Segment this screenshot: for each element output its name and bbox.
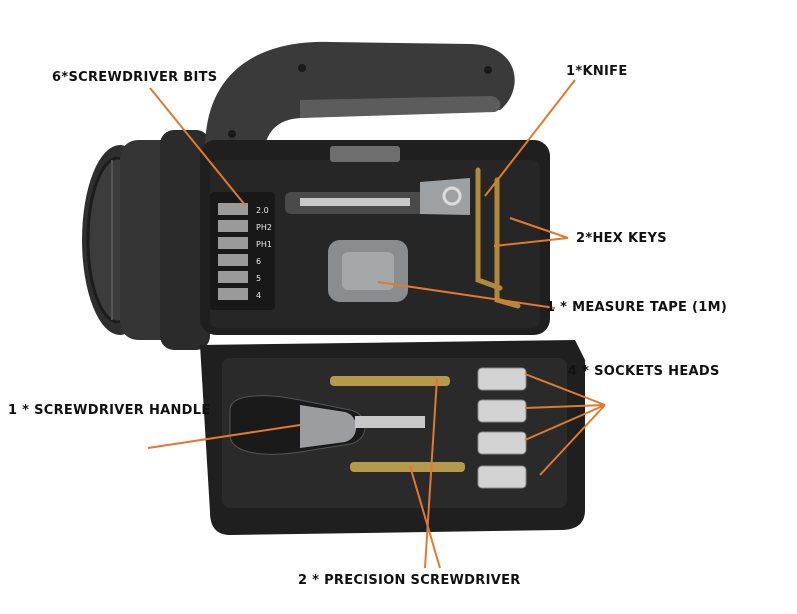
- carry-handle: [205, 41, 515, 158]
- bit-row: [218, 203, 248, 300]
- label-screwdriver-handle: 1 * SCREWDRIVER HANDLE: [8, 403, 211, 418]
- callout-lines: [147, 79, 606, 569]
- label-hex-keys: 2*HEX KEYS: [576, 231, 667, 246]
- utility-knife: [285, 178, 470, 215]
- precision-screwdrivers: [330, 376, 465, 472]
- label-precision-screwdriver: 2 * PRECISION SCREWDRIVER: [298, 573, 521, 588]
- label-sockets-heads: 4 * SOCKETS HEADS: [568, 364, 720, 379]
- label-knife: 1*KNIFE: [566, 64, 628, 79]
- bit-marking: PH2: [256, 223, 272, 232]
- bit-marking: PH1: [256, 240, 272, 249]
- label-screwdriver-bits: 6*SCREWDRIVER BITS: [52, 70, 218, 85]
- label-measure-tape: 1 * MEASURE TAPE (1M): [546, 300, 728, 315]
- measure-tape: [328, 240, 408, 302]
- bit-marking: 5: [256, 274, 261, 283]
- flashlight-head: [82, 130, 210, 350]
- bit-marking: 6: [256, 257, 261, 266]
- bit-marking: 2.0: [256, 206, 269, 215]
- bit-marking: 4: [256, 291, 261, 300]
- socket-heads: [477, 367, 527, 489]
- bit-holder: 2.0 PH2 PH1 6 5 4: [210, 192, 275, 310]
